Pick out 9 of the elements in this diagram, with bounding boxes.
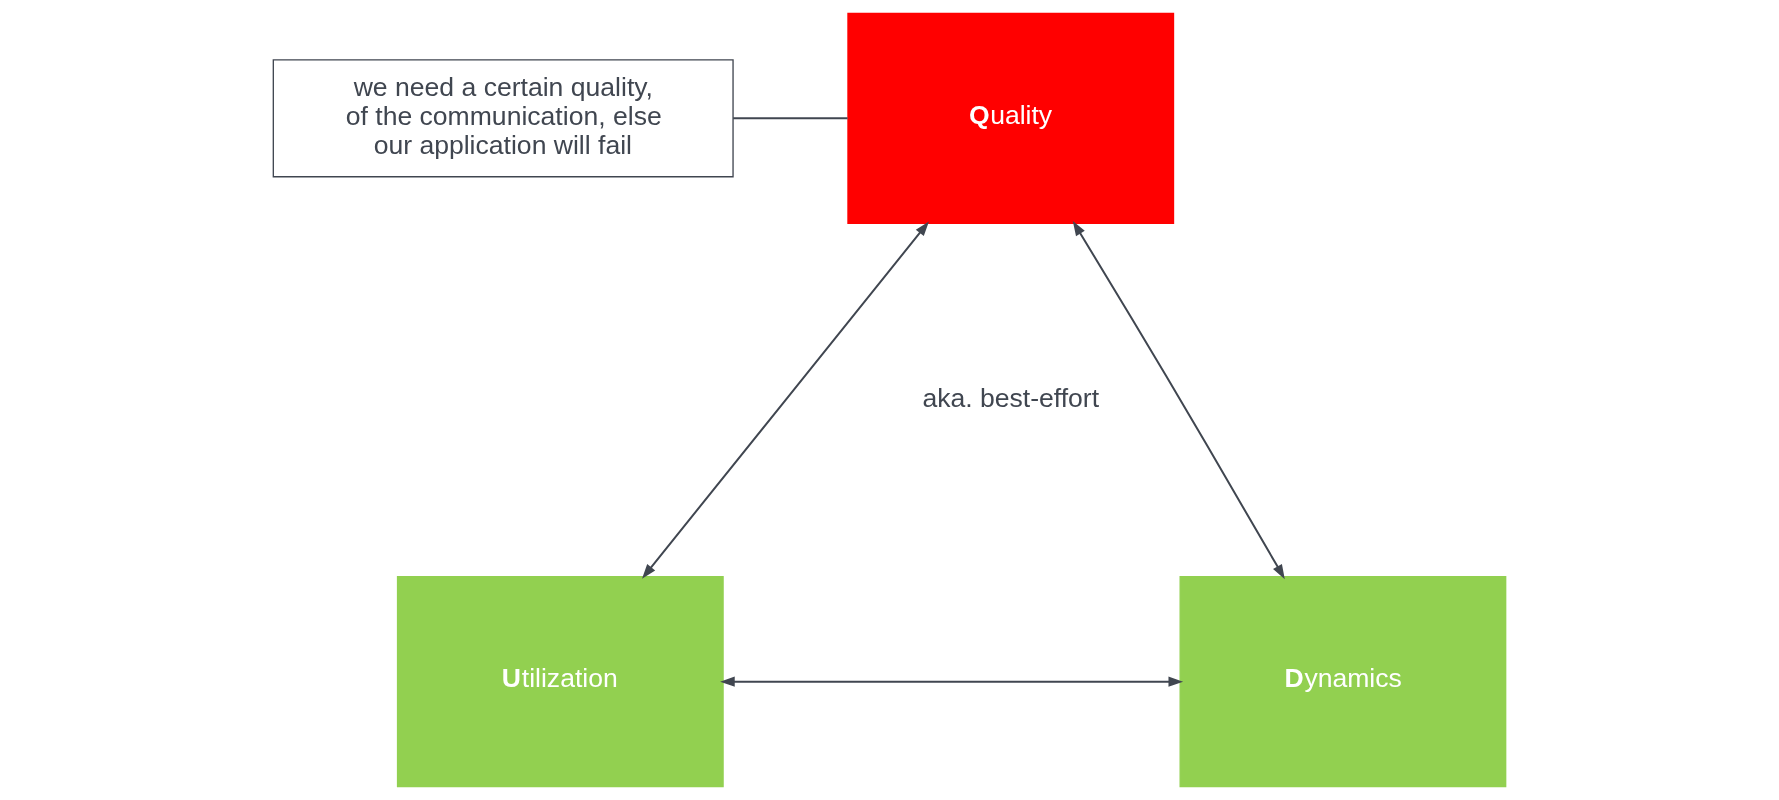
connector <box>732 117 849 120</box>
arrow <box>642 221 929 579</box>
label: aka. best-effort <box>922 382 1100 413</box>
node-box: Dynamics <box>1179 576 1507 788</box>
node-box: we need a certain quality, of the communication, else our application will fail <box>272 59 734 178</box>
node-box: Quality <box>847 12 1175 224</box>
arrow <box>1072 221 1285 580</box>
arrow <box>720 676 1184 687</box>
node-box: Utilization <box>396 576 724 788</box>
